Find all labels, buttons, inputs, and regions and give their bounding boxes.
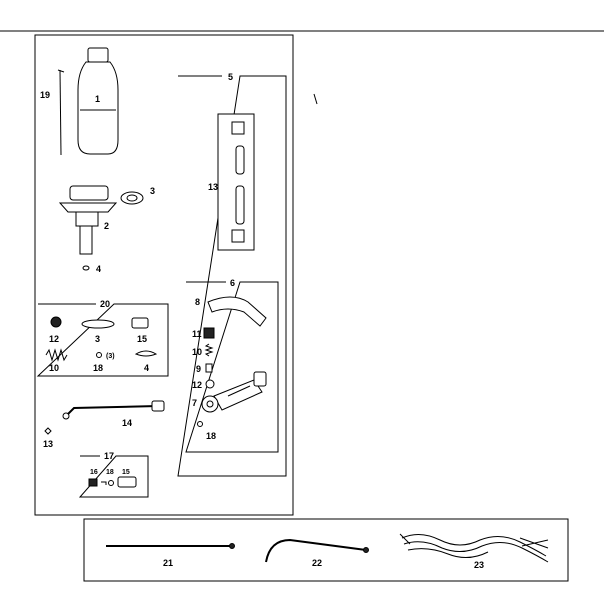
kit-callout-12: 12	[49, 334, 59, 344]
callout-6: 6	[230, 278, 235, 288]
callout-10: 10	[192, 347, 202, 357]
part-1-bottle	[77, 47, 119, 155]
callout-11: 11	[192, 329, 202, 339]
kit-17-box	[78, 455, 149, 498]
callout-2: 2	[104, 221, 109, 231]
part-18-o-ring	[197, 421, 203, 427]
callout-19: 19	[40, 90, 50, 100]
part-23-hose	[399, 533, 549, 563]
callout-5: 5	[228, 72, 233, 82]
kit-callout-10: 10	[49, 363, 59, 373]
part-14-extension-wand	[62, 400, 165, 420]
group-5-box	[177, 75, 287, 477]
part-13-nozzle	[44, 427, 52, 435]
callout-8: 8	[195, 297, 200, 307]
kit-part-4-seal	[134, 350, 158, 357]
callout-7: 7	[192, 398, 197, 408]
part-7-valve-body	[201, 371, 267, 413]
kit-callout-4: 4	[144, 363, 149, 373]
callout-4: 4	[96, 264, 101, 274]
callout-20: 20	[100, 299, 110, 309]
group-6-box	[185, 281, 279, 453]
part-9-pin	[205, 363, 213, 373]
kit17-callout-16: 16	[90, 469, 98, 476]
part-21-rod	[106, 543, 235, 549]
callout-21: 21	[163, 558, 173, 568]
kit-20-box	[36, 303, 169, 377]
part-22-curved-tube	[265, 538, 369, 563]
kit-part-18-o-ring	[96, 352, 102, 358]
part-4-o-ring	[82, 265, 90, 271]
part-19-dip-tube	[57, 69, 65, 156]
callout-12: 12	[192, 380, 202, 390]
part-8-handle-lever	[207, 296, 267, 327]
kit17-callout-15: 15	[122, 469, 130, 476]
part-3-washer	[120, 191, 144, 205]
callout-23: 23	[474, 560, 484, 570]
kit17-callout-18: 18	[106, 469, 114, 476]
kit-part-12-ball	[50, 316, 62, 328]
main-parts-panel	[34, 34, 294, 516]
kit17-parts	[88, 476, 137, 488]
callout-9: 9	[196, 364, 201, 374]
callout-14: 14	[122, 418, 132, 428]
callout-1: 1	[95, 94, 100, 104]
bottom-parts-panel	[83, 518, 569, 582]
callout-17: 17	[104, 451, 114, 461]
part-2-pump-assembly	[58, 185, 118, 255]
callout-18: 18	[206, 431, 216, 441]
kit-part-15-cap	[131, 317, 149, 329]
kit-callout-15: 15	[137, 334, 147, 344]
part-11-valve-part	[203, 327, 215, 339]
scan-mark	[313, 93, 318, 105]
kit-callout-18: 18	[93, 363, 103, 373]
part-13-bracket	[217, 113, 255, 251]
callout-13: 13	[208, 182, 218, 192]
part-10-spring	[204, 343, 214, 357]
kit-callout-18-qty: (3)	[106, 353, 115, 360]
callout-3: 3	[150, 186, 155, 196]
callout-22: 22	[312, 558, 322, 568]
part-12-ring	[205, 379, 215, 389]
kit-part-10-spring	[45, 348, 68, 362]
kit-callout-3: 3	[95, 334, 100, 344]
callout-13-nozzle: 13	[43, 439, 53, 449]
kit-part-3-gasket	[81, 319, 115, 329]
